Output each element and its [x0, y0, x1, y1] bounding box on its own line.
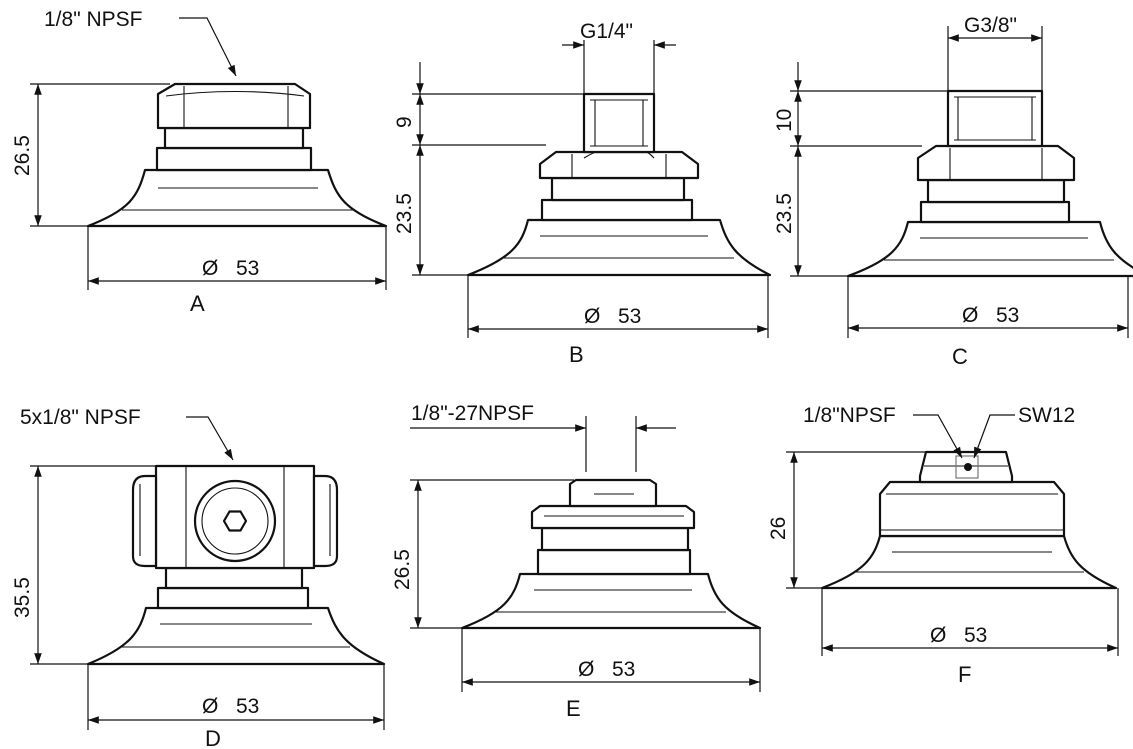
view-e-label: E: [566, 696, 581, 721]
view-d-diameter-dim: Ø 53: [87, 664, 385, 730]
view-a-port-leader: 1/8" NPSF: [44, 8, 237, 77]
view-f-diameter-symbol: Ø: [930, 624, 946, 647]
view-a-diameter-dim: Ø 53: [87, 226, 387, 290]
view-e-diameter-value: 53: [612, 658, 635, 681]
view-c-thread-note: G3/8": [964, 14, 1017, 37]
view-c-height-value: 23.5: [773, 193, 796, 234]
view-f-height-value: 26: [767, 517, 790, 540]
view-f-height-dim: 26: [767, 451, 930, 589]
view-a: 1/8" NPSF 26.5 Ø 53 A: [11, 8, 388, 316]
view-f-wrench-leader: SW12: [973, 404, 1075, 459]
view-d-diameter-value: 53: [236, 695, 259, 718]
view-e-diameter-symbol: Ø: [578, 658, 594, 681]
view-a-diameter-value: 53: [236, 257, 259, 280]
view-f-label: F: [958, 662, 971, 687]
view-b: G1/4" 9 23.5 Ø 53 B: [393, 20, 772, 367]
view-c-thread-dim: G3/8": [947, 14, 1043, 91]
view-f-wrench-note: SW12: [1018, 404, 1075, 427]
view-a-height-value: 26.5: [11, 135, 34, 176]
view-f: 1/8"NPSF SW12 26 Ø 53 F: [767, 404, 1119, 687]
view-f-port-hole: [964, 463, 972, 471]
view-d: 5x1/8" NPSF 35.5 Ø 53 D: [11, 406, 386, 749]
view-c-diameter-value: 53: [996, 304, 1019, 327]
view-f-diameter-dim: Ø 53: [821, 588, 1119, 656]
view-a-suction-cup: [86, 82, 388, 228]
view-f-diameter-value: 53: [964, 624, 987, 647]
view-c-suction-cup: [846, 89, 1133, 278]
view-e-height-value: 26.5: [391, 549, 414, 590]
view-e-port-dim: 1/8"-27NPSF: [410, 402, 676, 472]
view-e-suction-cup: [460, 478, 762, 630]
view-e-port-note: 1/8"-27NPSF: [411, 402, 534, 425]
view-b-label: B: [569, 342, 584, 367]
view-d-port-note: 5x1/8" NPSF: [20, 406, 141, 429]
view-c-diameter-symbol: Ø: [962, 304, 978, 327]
view-f-port-leader: 1/8"NPSF: [803, 404, 963, 459]
view-a-label: A: [190, 291, 205, 316]
view-c-stem-height-value: 10: [773, 109, 796, 132]
view-c: G3/8" 10 23.5 Ø 53 C: [773, 14, 1133, 369]
view-d-diameter-symbol: Ø: [202, 695, 218, 718]
view-b-height-value: 23.5: [393, 193, 416, 234]
view-c-height-dim: 10 23.5: [773, 62, 952, 277]
view-b-diameter-value: 53: [618, 305, 641, 328]
view-e-height-dim: 26.5: [391, 479, 574, 629]
view-c-diameter-dim: Ø 53: [847, 276, 1129, 338]
view-c-label: C: [952, 344, 968, 369]
view-a-port-note: 1/8" NPSF: [44, 8, 143, 31]
view-b-diameter-dim: Ø 53: [467, 275, 769, 338]
view-d-height-value: 35.5: [11, 577, 34, 618]
view-a-diameter-symbol: Ø: [202, 257, 218, 280]
view-b-stem-height-value: 9: [393, 116, 416, 128]
view-d-label: D: [205, 726, 221, 749]
view-b-thread-note: G1/4": [580, 20, 633, 43]
view-a-height-dim: 26.5: [11, 83, 170, 227]
view-d-suction-cup: [86, 464, 386, 666]
view-f-port-note: 1/8"NPSF: [803, 404, 896, 427]
view-f-suction-cup: [820, 450, 1118, 590]
view-e-diameter-dim: Ø 53: [461, 628, 761, 692]
view-b-height-dim: 9 23.5: [393, 62, 590, 276]
view-b-diameter-symbol: Ø: [584, 305, 600, 328]
view-d-port-leader: 5x1/8" NPSF: [20, 406, 234, 461]
view-b-suction-cup: [466, 92, 772, 277]
view-d-height-dim: 35.5: [11, 465, 160, 665]
view-b-thread-dim: G1/4": [562, 20, 676, 94]
view-e: 1/8"-27NPSF 26.5 Ø 53 E: [391, 402, 762, 721]
